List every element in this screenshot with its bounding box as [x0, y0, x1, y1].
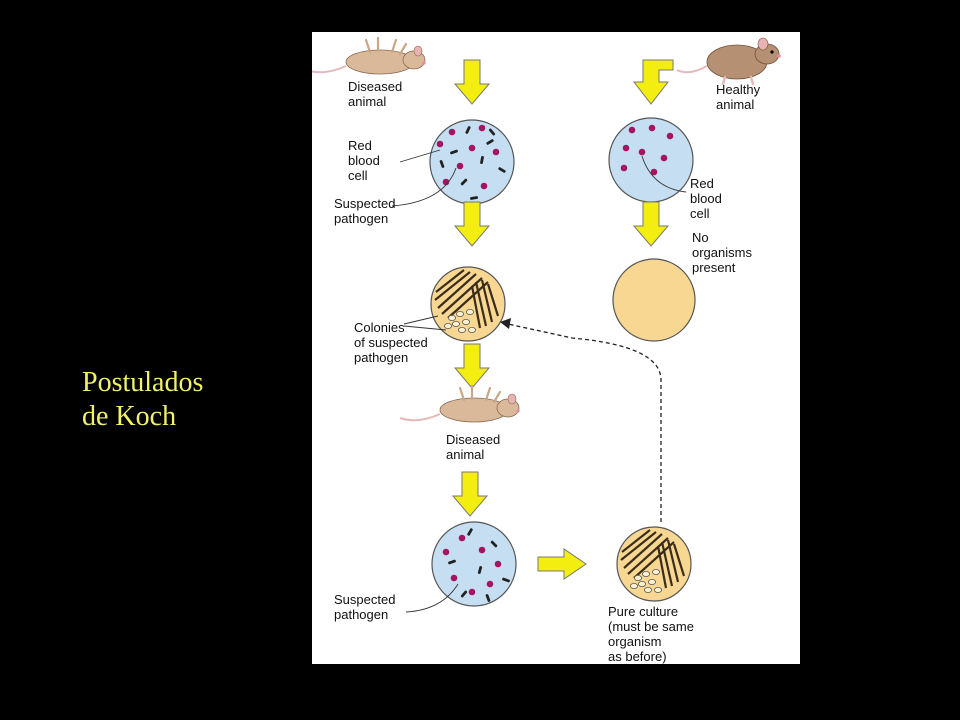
- diseased-mouse-middle: [398, 384, 521, 424]
- arrow-colonies-to-animal: [454, 343, 490, 389]
- arrow-healthy-to-blood: [633, 59, 674, 105]
- pure-culture-plate: [615, 525, 693, 603]
- arrow-animal-to-blood: [452, 471, 488, 517]
- colony-plate: [403, 265, 507, 343]
- diseased-mouse-top: [312, 36, 427, 76]
- slide-title-line-1: Postulados: [82, 367, 204, 398]
- label-pure-culture: Pure culture (must be same organism as b…: [608, 604, 694, 664]
- label-diseased-animal-middle: Diseased animal: [446, 432, 501, 462]
- arrow-blood-to-colonies: [454, 201, 490, 247]
- healthy-mouse: [675, 36, 782, 86]
- label-healthy-animal: Healthy animal: [716, 82, 761, 112]
- label-colonies: Colonies of suspected pathogen: [354, 320, 428, 365]
- empty-plate: [612, 258, 696, 342]
- label-red-blood-cell-right: Red blood cell: [690, 176, 722, 221]
- label-diseased-animal-top: Diseased animal: [348, 79, 403, 109]
- label-no-organisms: No organisms present: [692, 230, 752, 275]
- arrow-blood-to-pure-culture: [537, 548, 587, 580]
- dashed-return-arrow: [500, 318, 662, 522]
- reinfected-blood-sample: [405, 521, 517, 613]
- healthy-blood-sample: [608, 117, 694, 203]
- slide-title-line-2: de Koch: [82, 401, 177, 432]
- label-red-blood-cell-left: Red blood cell: [348, 138, 380, 183]
- label-suspected-pathogen-top: Suspected pathogen: [334, 196, 396, 226]
- koch-diagram: [312, 36, 782, 613]
- arrow-healthy-blood-to-plate: [633, 201, 669, 247]
- label-suspected-pathogen-bottom: Suspected pathogen: [334, 592, 396, 622]
- diseased-blood-sample: [391, 119, 515, 207]
- slide-title: Postulados de Koch: [82, 366, 203, 434]
- arrow-diseased-to-blood: [454, 59, 490, 105]
- koch-diagram-panel: Diseased animal Healthy animal Red blood…: [312, 32, 800, 664]
